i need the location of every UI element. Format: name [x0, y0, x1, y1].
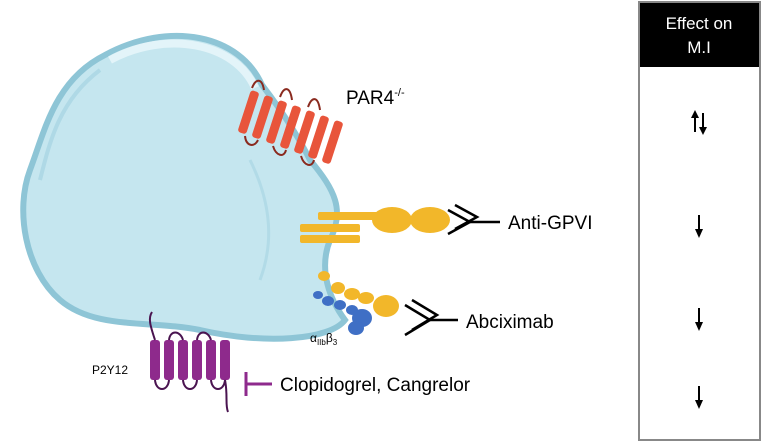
- anti-gpvi-label: Anti-GPVI: [508, 213, 592, 234]
- inhibition-bar: [244, 372, 272, 396]
- effect-header-line1: Effect on: [666, 14, 733, 33]
- effect-panel: Effect on M.I: [638, 1, 761, 441]
- effect-header-line2: M.I: [687, 38, 711, 57]
- p2y12-label: P2Y12: [92, 363, 128, 377]
- up-down-arrow-icon: [691, 110, 707, 135]
- platelet-cell: [20, 33, 349, 342]
- abciximab-label: Abciximab: [466, 312, 554, 333]
- down-arrow-icon: [695, 386, 703, 409]
- par4-receptor: [238, 79, 343, 166]
- anti-gpvi-antibody: [447, 203, 500, 236]
- integrin-label: αIIbβ3: [310, 331, 338, 347]
- down-arrow-icon: [695, 308, 703, 331]
- effect-panel-header: [640, 3, 759, 67]
- par4-label: PAR4-/-: [346, 87, 405, 109]
- integrin-alpha-iib-beta3: [313, 271, 399, 335]
- p2y12-receptor: [148, 311, 230, 413]
- abciximab-antibody: [404, 298, 458, 337]
- down-arrow-icon: [695, 215, 703, 238]
- gpvi-receptor: [300, 207, 450, 243]
- clopidogrel-cangrelor-label: Clopidogrel, Cangrelor: [280, 375, 471, 396]
